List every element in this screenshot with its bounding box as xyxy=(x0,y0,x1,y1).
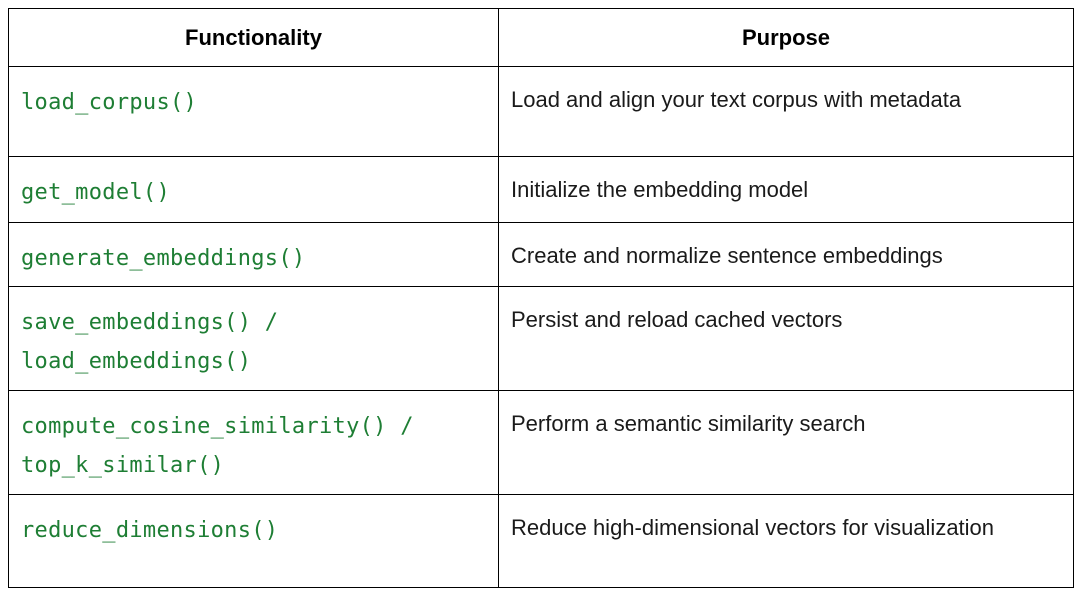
table-header-row: Functionality Purpose xyxy=(8,8,1074,67)
purpose-cell: Perform a semantic similarity search xyxy=(498,390,1074,495)
function-cell: save_embeddings() / load_embeddings() xyxy=(8,286,499,391)
function-cell: compute_cosine_similarity() / top_k_simi… xyxy=(8,390,499,495)
table-row: save_embeddings() / load_embeddings() Pe… xyxy=(8,286,1074,391)
table-row: load_corpus() Load and align your text c… xyxy=(8,66,1074,157)
purpose-cell: Persist and reload cached vectors xyxy=(498,286,1074,391)
purpose-cell: Initialize the embedding model xyxy=(498,156,1074,223)
purpose-cell: Load and align your text corpus with met… xyxy=(498,66,1074,157)
function-name: compute_cosine_similarity() / xyxy=(21,414,414,439)
functionality-table: Functionality Purpose load_corpus() Load… xyxy=(8,8,1074,588)
table-row: reduce_dimensions() Reduce high-dimensio… xyxy=(8,494,1074,588)
function-name: top_k_similar() xyxy=(21,453,225,478)
purpose-cell: Create and normalize sentence embeddings xyxy=(498,222,1074,287)
table-row: compute_cosine_similarity() / top_k_simi… xyxy=(8,390,1074,495)
purpose-cell: Reduce high-dimensional vectors for visu… xyxy=(498,494,1074,588)
function-cell: load_corpus() xyxy=(8,66,499,157)
header-functionality: Functionality xyxy=(8,8,499,67)
function-name: reduce_dimensions() xyxy=(21,518,279,543)
function-cell: generate_embeddings() xyxy=(8,222,499,287)
header-purpose: Purpose xyxy=(498,8,1074,67)
function-cell: reduce_dimensions() xyxy=(8,494,499,588)
function-name: load_corpus() xyxy=(21,90,198,115)
function-name: load_embeddings() xyxy=(21,349,252,374)
function-name: save_embeddings() / xyxy=(21,310,279,335)
function-cell: get_model() xyxy=(8,156,499,223)
function-name: generate_embeddings() xyxy=(21,246,306,271)
table-row: get_model() Initialize the embedding mod… xyxy=(8,156,1074,223)
functionality-table-container: Functionality Purpose load_corpus() Load… xyxy=(8,8,1074,588)
function-name: get_model() xyxy=(21,180,170,205)
table-row: generate_embeddings() Create and normali… xyxy=(8,222,1074,287)
